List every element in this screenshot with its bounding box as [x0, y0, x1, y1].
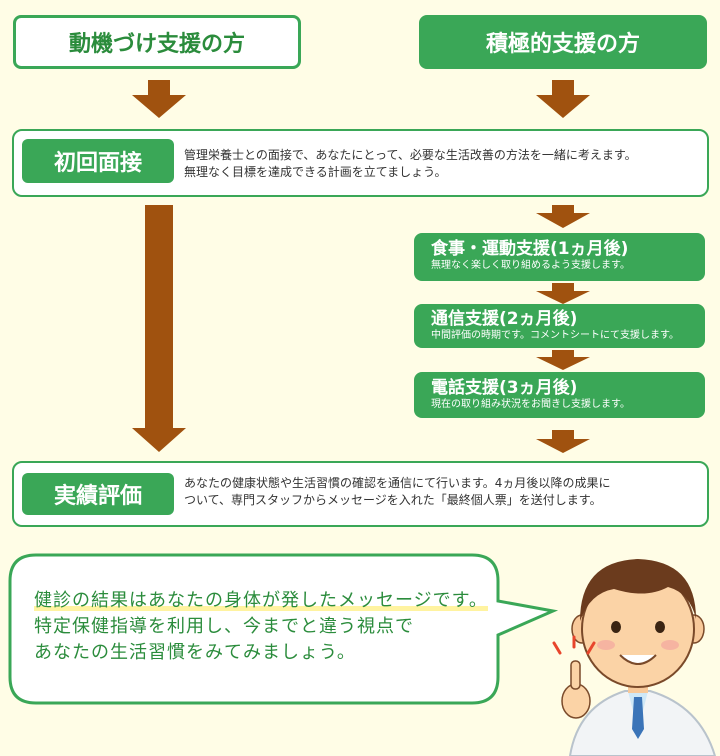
header-active-label: 積極的支援の方 [485, 32, 640, 57]
bubble-line1: 健診の結果はあなたの身体が発したメッセージです。 [34, 588, 504, 614]
evaluation-label-text: 実績評価 [53, 484, 142, 509]
meal-exercise-support-step: 食事・運動支援(1ヵ月後) 無理なく楽しく取り組めるよう支援します。 [414, 233, 705, 281]
initial-interview-step: 初回面接 管理栄養士との面接で、あなたにとって、必要な生活改善の方法を一緒に考え… [12, 129, 709, 197]
meal-exercise-desc: 無理なく楽しく取り組めるよう支援します。 [431, 260, 630, 271]
initial-desc-line1: 管理栄養士との面接で、あなたにとって、必要な生活改善の方法を一緒に考えます。 [184, 148, 637, 162]
evaluation-desc-line1: あなたの健康状態や生活習慣の確認を通信にて行います。4ヵ月後以降の成果に [184, 476, 611, 490]
arrow-down-icon [536, 350, 590, 370]
bubble-message: 健診の結果はあなたの身体が発したメッセージです。 特定保健指導を利用し、今までと… [34, 588, 504, 666]
correspondence-title: 通信支援(2ヵ月後) [431, 309, 578, 329]
meal-exercise-title: 食事・運動支援(1ヵ月後) [431, 239, 629, 259]
phone-title: 電話支援(3ヵ月後) [431, 378, 578, 398]
correspondence-support-step: 通信支援(2ヵ月後) 中間評価の時期です。コメントシートにて支援します。 [414, 304, 705, 348]
initial-interview-label: 初回面接 [22, 139, 174, 183]
arrow-down-icon [536, 80, 590, 118]
header-motivational-label: 動機づけ支援の方 [68, 32, 245, 57]
doctor-illustration [552, 559, 717, 756]
initial-interview-description: 管理栄養士との面接で、あなたにとって、必要な生活改善の方法を一緒に考えます。 無… [184, 147, 704, 181]
bubble-line2: 特定保健指導を利用し、今までと違う視点で [34, 616, 414, 637]
evaluation-step: 実績評価 あなたの健康状態や生活習慣の確認を通信にて行います。4ヵ月後以降の成果… [12, 461, 709, 527]
arrow-down-icon [536, 205, 590, 228]
bubble-line3: あなたの生活習慣をみてみましょう。 [34, 642, 356, 663]
phone-desc: 現在の取り組み状況をお聞きし支援します。 [431, 399, 630, 410]
arrow-down-icon [132, 80, 186, 118]
evaluation-desc-line2: ついて、専門スタッフからメッセージを入れた「最終個人票」を送付します。 [184, 493, 602, 507]
header-active-support: 積極的支援の方 [419, 15, 707, 69]
long-arrow-down-icon [132, 205, 186, 452]
arrow-down-icon [536, 430, 590, 453]
header-motivational-support: 動機づけ支援の方 [13, 15, 301, 69]
evaluation-description: あなたの健康状態や生活習慣の確認を通信にて行います。4ヵ月後以降の成果に ついて… [184, 475, 704, 509]
arrow-down-icon [536, 283, 590, 304]
evaluation-label: 実績評価 [22, 473, 174, 515]
bubble-line1-text: 健診の結果はあなたの身体が発したメッセージです。 [34, 590, 488, 611]
initial-interview-label-text: 初回面接 [53, 151, 142, 176]
correspondence-desc: 中間評価の時期です。コメントシートにて支援します。 [431, 330, 679, 341]
phone-support-step: 電話支援(3ヵ月後) 現在の取り組み状況をお聞きし支援します。 [414, 372, 705, 418]
initial-desc-line2: 無理なく目標を達成できる計画を立てましょう。 [184, 165, 447, 179]
